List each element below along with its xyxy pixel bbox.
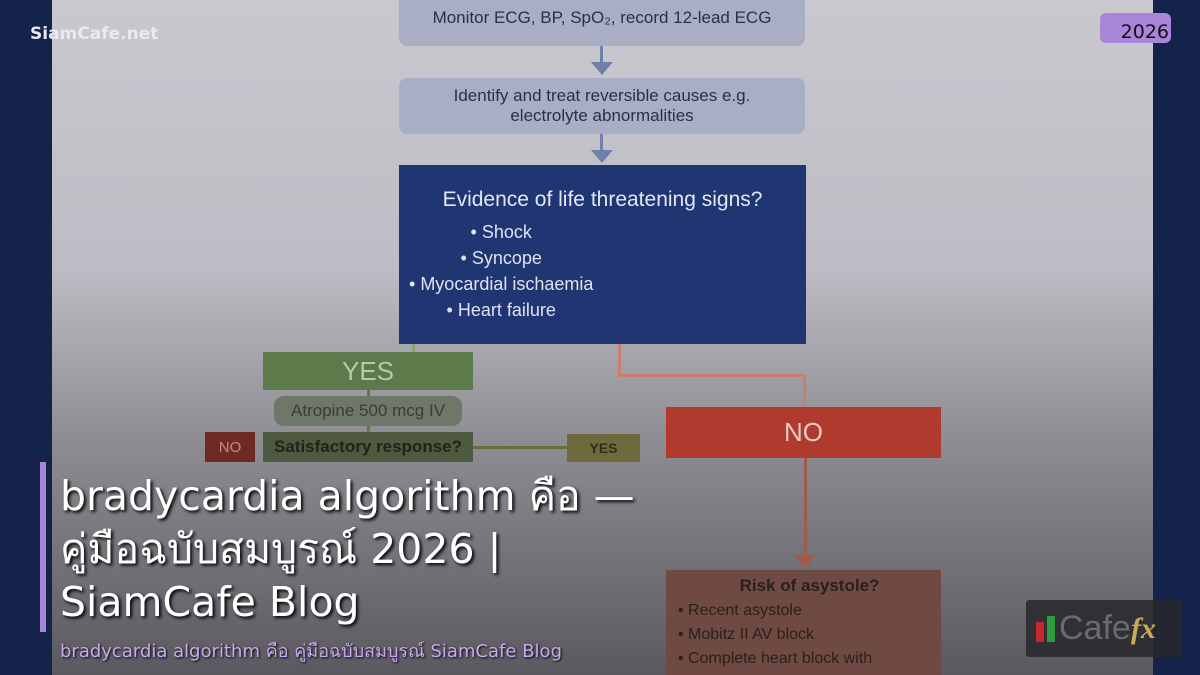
connector [803,374,806,408]
candlestick-icon [1047,615,1055,642]
article-subtitle: bradycardia algorithm คือ คู่มือฉบับสมบู… [60,641,562,662]
no-box: NO [666,407,941,458]
yes-box: YES [263,352,473,390]
risk-item: • Complete heart block with [678,650,873,667]
cafefx-logo[interactable]: Cafe fx [1026,600,1182,657]
evidence-box: Evidence of life threatening signs? • Sh… [399,165,806,344]
risk-item: • Mobitz II AV block [678,626,815,643]
arrow-icon [591,150,613,163]
risk-item: • Recent asystole [678,602,802,619]
connector [600,134,603,152]
sign-item: • Shock [470,221,532,242]
connector [412,344,415,352]
accent-bar [40,462,46,632]
logo-text: Cafe [1059,609,1131,647]
sign-item: • Myocardial ischaemia [409,273,594,294]
risk-title: Risk of asystole? [739,576,880,595]
evidence-title: Evidence of life threatening signs? [442,187,763,211]
no-small-label: NO [205,432,255,462]
connector [618,344,621,376]
flowchart-background: Monitor ECG, BP, SpO₂, record 12-lead EC… [52,0,1153,675]
arrow-icon [591,62,613,75]
risk-box: Risk of asystole? • Recent asystole • Mo… [666,570,941,675]
sign-item: • Heart failure [446,299,556,320]
connector [804,458,807,558]
yes-small-label: YES [567,434,640,462]
atropine-box: Atropine 500 mcg IV [274,396,462,426]
causes-box: Identify and treat reversible causes e.g… [399,78,805,134]
article-title: bradycardia algorithm คือ — คู่มือฉบับสม… [60,472,635,626]
sign-item: • Syncope [460,247,542,268]
logo-suffix: fx [1130,611,1156,645]
connector [473,446,567,449]
monitor-box: Monitor ECG, BP, SpO₂, record 12-lead EC… [399,0,805,46]
connector [367,426,370,432]
arrow-icon [794,555,816,568]
site-brand[interactable]: SiamCafe.net [30,24,159,44]
satisfactory-box: Satisfactory response? [263,432,473,462]
connector [618,374,806,377]
connector [600,46,603,64]
year-badge: 2026 [1100,13,1171,43]
connector [367,390,370,396]
candlestick-icon [1036,621,1044,642]
